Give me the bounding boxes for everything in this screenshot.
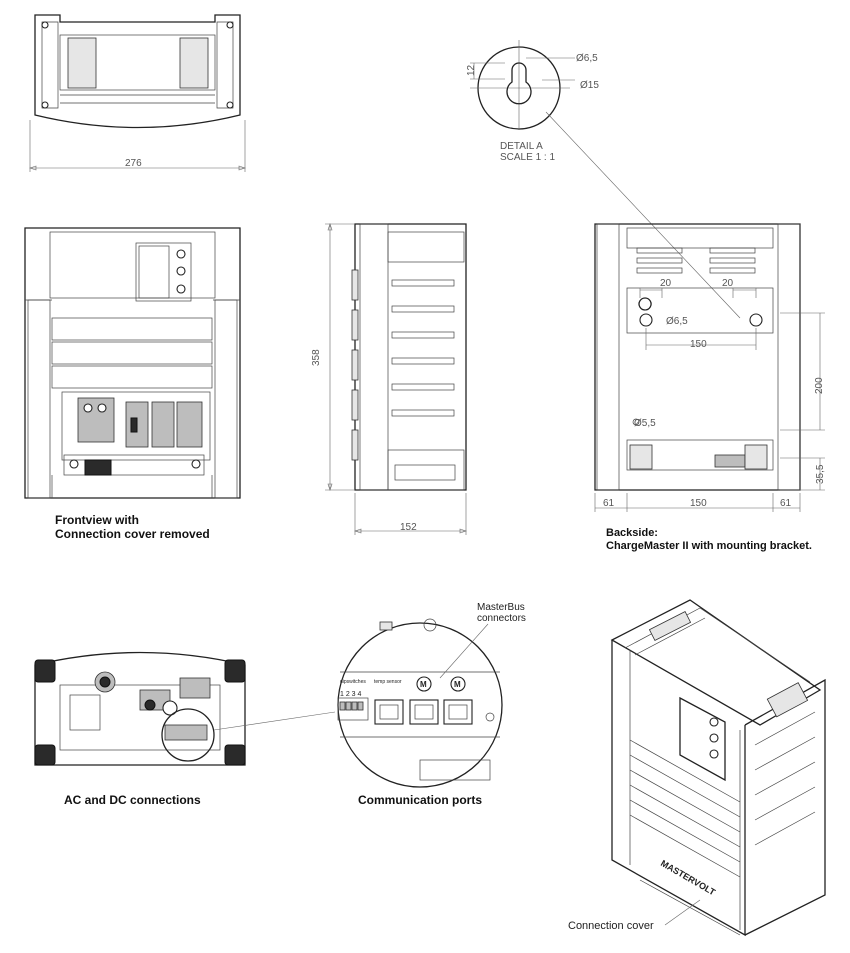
dim-bottom-height: 35,5 — [815, 464, 826, 484]
frontview-caption-line2: Connection cover removed — [55, 527, 210, 541]
dim-detail-large: Ø15 — [580, 80, 599, 91]
detail-a — [470, 40, 741, 319]
dim-back-hole: Ø6,5 — [666, 316, 688, 327]
backside-caption-line2: ChargeMaster II with mounting bracket. — [606, 540, 812, 552]
masterbus-label-line1: MasterBus — [477, 602, 525, 613]
side-view — [325, 223, 467, 535]
dim-side-height: 358 — [311, 349, 322, 366]
backside-caption: Backside: ChargeMaster II with mounting … — [606, 527, 812, 553]
masterbus-label-line2: connectors — [477, 613, 526, 624]
connection-cover-label: Connection cover — [568, 920, 654, 932]
detail-scale: SCALE 1 : 1 — [500, 152, 555, 163]
back-view — [594, 223, 825, 512]
dim-bottom-left: 61 — [603, 498, 615, 509]
temp-sensor-label: temp sensor — [374, 679, 402, 685]
comm-zoom — [337, 618, 503, 788]
dim-back-vertical: 200 — [814, 377, 825, 394]
masterbus-port-1-icon: M — [420, 680, 427, 689]
dim-back-holes-span: 150 — [690, 339, 707, 350]
dipswitch-label: dipswitches — [340, 679, 366, 685]
top-view — [29, 14, 246, 172]
frontview-caption: Frontview with Connection cover removed — [55, 513, 210, 541]
dip-numbers: 1 2 3 4 — [340, 691, 362, 698]
dim-bottom-right: 61 — [780, 498, 792, 509]
front-view — [24, 227, 241, 499]
masterbus-port-2-icon: M — [454, 680, 461, 689]
dim-back-hole-lower: Ø5,5 — [634, 418, 656, 429]
iso-view: MASTERVOLT — [610, 599, 826, 937]
dim-detail-slot: 12 — [466, 64, 477, 76]
comm-ports-caption: Communication ports — [358, 793, 483, 807]
ac-dc-view — [34, 651, 336, 766]
dim-bottom-mid: 150 — [690, 498, 707, 509]
dim-back-spacing-right: 20 — [722, 278, 734, 289]
backside-caption-line1: Backside: — [606, 527, 658, 539]
dim-side-width: 152 — [400, 522, 417, 533]
ac-dc-caption: AC and DC connections — [64, 793, 201, 807]
frontview-caption-line1: Frontview with — [55, 513, 139, 527]
dim-back-spacing-left: 20 — [660, 278, 672, 289]
detail-label: DETAIL A — [500, 141, 543, 152]
masterbus-label: MasterBus connectors — [477, 602, 526, 624]
dim-detail-small: Ø6,5 — [576, 53, 598, 64]
dim-top-width: 276 — [125, 158, 142, 169]
